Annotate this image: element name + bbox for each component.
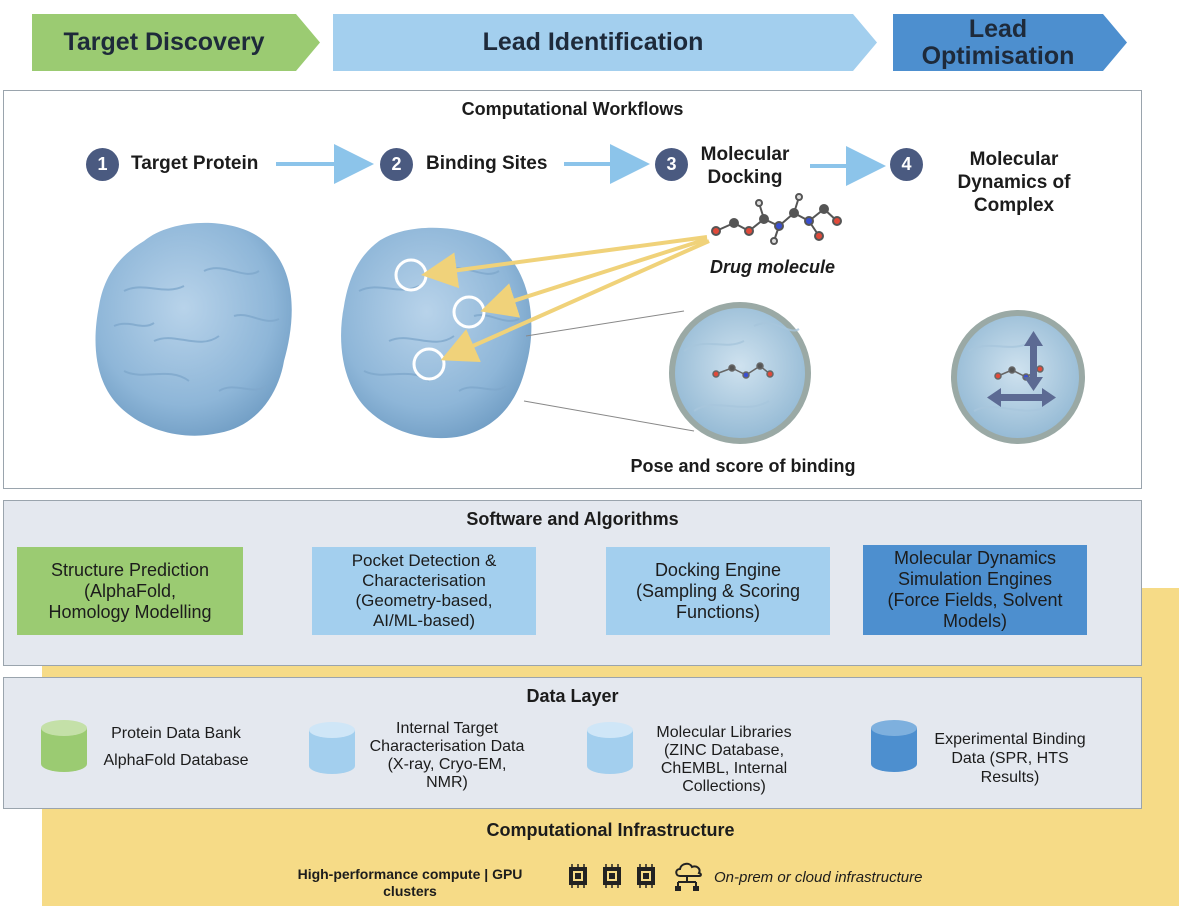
zoom-pointer-bottom (523, 400, 695, 432)
algo-structure-prediction: Structure Prediction (AlphaFold, Homolog… (17, 547, 243, 635)
phase-target-discovery-label: Target Discovery (63, 28, 265, 56)
chip-icon (637, 864, 655, 888)
data-item-experimental-binding: Experimental Binding Data (SPR, HTS Resu… (922, 730, 1098, 787)
database-icon (309, 722, 355, 774)
docking-pose-zoom-image (669, 302, 811, 444)
data-item-molecular-libraries-line4: Collections) (682, 778, 766, 795)
compute-label: High-performance compute | GPU clusters (270, 866, 550, 900)
step-1-label-line1: Target Protein (131, 153, 259, 174)
data-layer-panel: Data Layer Protein Data Bank AlphaFold D… (3, 677, 1142, 809)
algo-md-engines-line2: Simulation Engines (897, 569, 1053, 589)
software-title: Software and Algorithms (466, 509, 679, 529)
step-1-label: Target Protein (131, 152, 258, 175)
data-item-pdb: Protein Data Bank AlphaFold Database (86, 724, 266, 771)
phase-lead-optimisation-label-line1: Lead (968, 14, 1028, 43)
compute-label-line1: High-performance compute | GPU (297, 866, 523, 882)
phase-lead-identification-label: Lead Identification (482, 28, 704, 56)
data-item-internal-target-line4: NMR) (426, 774, 468, 791)
data-item-molecular-libraries-line2: (ZINC Database, (663, 742, 785, 759)
data-layer-title: Data Layer (526, 686, 619, 706)
algo-structure-prediction-line3: Homology Modelling (48, 601, 212, 622)
step-3-label-line2: Docking (707, 167, 783, 188)
database-icon (587, 722, 633, 774)
algo-docking-engine: Docking Engine (Sampling & Scoring Funct… (606, 547, 830, 635)
cloud-infrastructure-label: On-prem or cloud infrastructure (714, 869, 923, 886)
algo-pocket-detection: Pocket Detection & Characterisation (Geo… (312, 547, 536, 635)
chip-icon (569, 864, 587, 888)
data-item-internal-target: Internal Target Characterisation Data (X… (352, 720, 542, 792)
vertical-motion-arrow-icon (1024, 331, 1043, 391)
drug-to-site-3-arrow (440, 239, 710, 363)
database-icon (871, 720, 917, 772)
data-item-molecular-libraries-line3: ChEMBL, Internal (660, 760, 788, 777)
step-4-label: Molecular Dynamics of Complex (949, 148, 1079, 217)
step-2-badge: 2 (380, 148, 413, 181)
step-3-label-line1: Molecular (700, 144, 790, 165)
algo-pocket-detection-line4: AI/ML-based) (372, 611, 476, 630)
algo-pocket-detection-line1: Pocket Detection & (351, 551, 497, 570)
workflow-illustration (95, 144, 1085, 444)
cloud-network-icon (675, 862, 702, 891)
algo-docking-engine-line2: (Sampling & Scoring (635, 580, 801, 601)
algo-md-engines-line1: Molecular Dynamics (893, 548, 1057, 568)
step-2-label: Binding Sites (426, 152, 547, 175)
software-panel: Software and Algorithms Structure Predic… (3, 500, 1142, 666)
data-item-pdb-line2: AlphaFold Database (103, 752, 249, 769)
compute-label-line2: clusters (383, 883, 437, 899)
data-item-internal-target-line3: (X-ray, Cryo-EM, (387, 756, 507, 773)
step-2-label-line1: Binding Sites (426, 153, 548, 174)
data-item-experimental-binding-line2: Data (SPR, HTS (951, 750, 1069, 767)
phase-lead-optimisation-label-line2: Optimisation (921, 41, 1075, 70)
drug-to-site-2-arrow (480, 237, 708, 318)
algo-structure-prediction-line1: Structure Prediction (50, 559, 210, 580)
pose-score-label: Pose and score of binding (630, 456, 856, 476)
step-3-badge: 3 (655, 148, 688, 181)
algo-pocket-detection-line2: Characterisation (362, 571, 486, 590)
algo-docking-engine-line3: Functions) (675, 601, 761, 622)
data-item-internal-target-line2: Characterisation Data (369, 738, 525, 755)
binding-site-circle-3 (412, 347, 446, 381)
drug-molecule-icon (711, 193, 842, 245)
step-4-label-line3: Complex (973, 195, 1055, 216)
horizontal-motion-arrow-icon (987, 388, 1056, 407)
target-protein-image (95, 222, 292, 436)
step-4-label-line2: Dynamics of (957, 172, 1071, 193)
phase-target-discovery: Target Discovery (32, 14, 320, 71)
data-item-pdb-line1: Protein Data Bank (111, 725, 241, 742)
algo-structure-prediction-line2: (AlphaFold, (83, 580, 177, 601)
step-4-label-line1: Molecular (969, 149, 1059, 170)
zoom-pointer-top (525, 310, 685, 337)
data-item-internal-target-line1: Internal Target (396, 720, 498, 737)
database-icon (41, 720, 87, 772)
algo-md-engines: Molecular Dynamics Simulation Engines (F… (863, 545, 1087, 635)
chip-icon (603, 864, 621, 888)
step-4-badge: 4 (890, 148, 923, 181)
phase-lead-optimisation: Lead Optimisation (893, 14, 1127, 71)
step-1-badge: 1 (86, 148, 119, 181)
infrastructure-title: Computational Infrastructure (486, 820, 735, 840)
data-item-experimental-binding-line1: Experimental Binding (934, 731, 1086, 748)
workflow-title: Computational Workflows (461, 99, 684, 119)
algo-md-engines-line3: (Force Fields, Solvent (887, 590, 1063, 610)
data-item-experimental-binding-line3: Results) (980, 769, 1040, 786)
data-item-molecular-libraries: Molecular Libraries (ZINC Database, ChEM… (644, 724, 804, 796)
algo-pocket-detection-line3: (Geometry-based, (355, 591, 493, 610)
workflow-panel: Computational Workflows 1 Target Protein… (3, 90, 1142, 489)
step-3-label: Molecular Docking (690, 143, 800, 189)
algo-docking-engine-line1: Docking Engine (654, 559, 782, 580)
molecular-dynamics-zoom-image (951, 310, 1085, 444)
drug-molecule-label: Drug molecule (710, 257, 836, 277)
drug-to-site-1-arrow (421, 235, 708, 289)
algo-md-engines-line4: Models) (942, 611, 1008, 631)
data-item-molecular-libraries-line1: Molecular Libraries (656, 724, 792, 741)
phase-lead-identification: Lead Identification (333, 14, 877, 71)
